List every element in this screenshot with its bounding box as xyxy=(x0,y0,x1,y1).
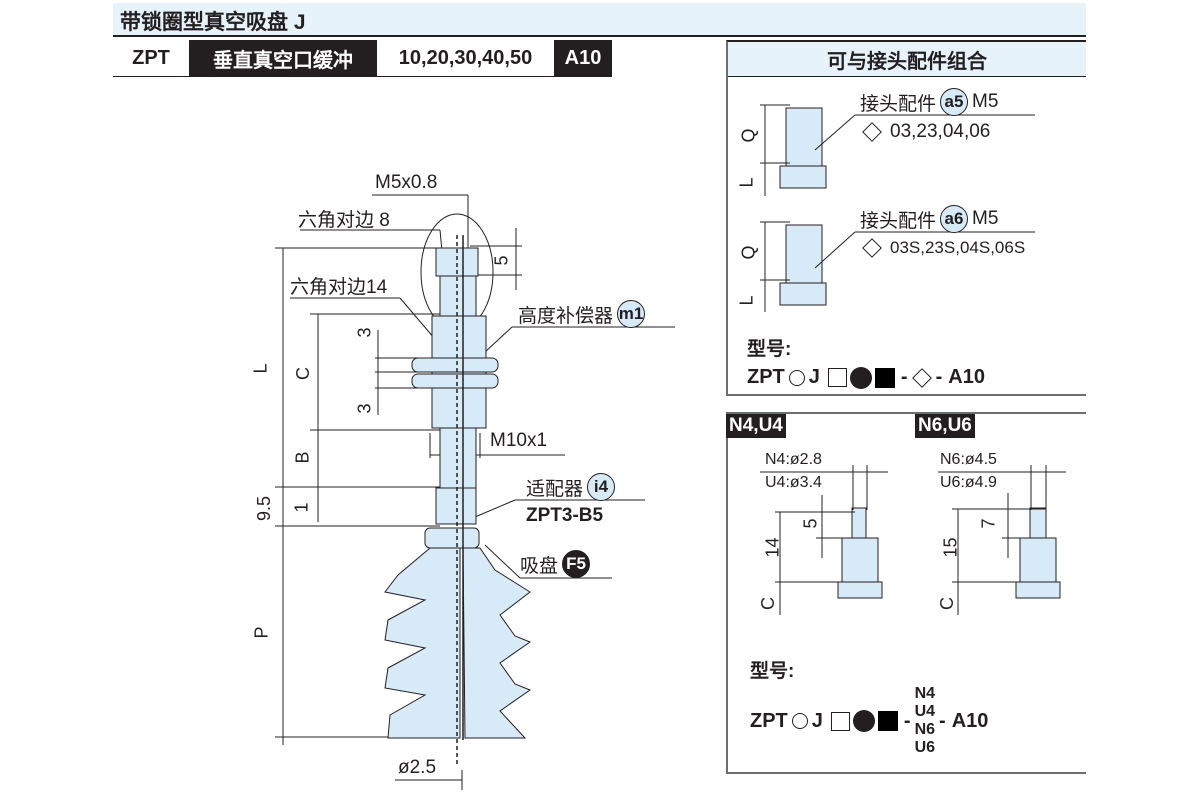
dim-5: 5 xyxy=(491,255,512,266)
fitting-a6-code-badge: a6 xyxy=(940,205,969,233)
fitting-a5-options-row: 03,23,04,06 xyxy=(858,121,990,143)
diamond-icon xyxy=(862,122,882,142)
pad-code-badge: F5 xyxy=(562,550,591,578)
dim-b: B xyxy=(292,451,313,464)
adapter-callout: 适配器 i4 xyxy=(526,473,616,501)
dim-c: C xyxy=(293,367,313,380)
open-square-icon xyxy=(830,711,850,731)
pad-label: 吸盘 xyxy=(520,555,559,577)
adapter-label: 适配器 xyxy=(526,478,584,500)
fitting-a6-options-row: 03S,23S,04S,06S xyxy=(858,238,1025,258)
adapter-part-number: ZPT3-B5 xyxy=(526,505,604,526)
model-suffix: A10 xyxy=(948,366,985,388)
height-compensator-code-badge: m1 xyxy=(617,300,646,328)
fittings-model-code: ZPT J - - A10 xyxy=(747,366,985,389)
barb-option: U6 xyxy=(914,739,936,756)
barb-model-prefix: ZPT xyxy=(750,709,788,732)
barb-tag-n4-u4: N4,U4 xyxy=(726,414,786,438)
fitting-a6-callout: 接头配件 a6 M5 xyxy=(860,205,998,233)
spec-cell-code: A10 xyxy=(554,40,612,76)
dim-p: P xyxy=(251,626,272,639)
fitting-a5-callout: 接头配件 a5 M5 xyxy=(860,88,998,116)
fitting-a5-dim-q: Q xyxy=(738,128,759,143)
lock-nut-upper xyxy=(411,357,499,373)
fitting-a5-options: 03,23,04,06 xyxy=(890,121,991,142)
suction-pad-bellows xyxy=(384,547,461,739)
dim-3-top: 3 xyxy=(354,327,375,338)
barb-n4-diameter: N4:ø2.8 xyxy=(765,451,822,468)
dim-3-bottom: 3 xyxy=(354,403,375,414)
barb-u6-diameter: U6:ø4.9 xyxy=(940,474,997,491)
thread-m10-label: M10x1 xyxy=(490,430,548,451)
fitting-a5-label: 接头配件 xyxy=(860,93,937,115)
fittings-panel xyxy=(726,40,1086,396)
barb-option: U4 xyxy=(914,703,936,720)
barb-model-dash-2: - xyxy=(939,709,946,732)
fitting-a6-dim-l: L xyxy=(736,295,757,306)
barb-n4-dim-short: 5 xyxy=(800,518,821,529)
filled-circle-icon xyxy=(852,710,875,732)
barb-model-options: N4 U4 N6 U6 xyxy=(915,685,935,757)
barb-option: N6 xyxy=(914,721,936,738)
fitting-a5-code-badge: a5 xyxy=(940,88,969,116)
dim-9-5: 9.5 xyxy=(254,495,275,522)
height-compensator-callout: 高度补偿器 m1 xyxy=(518,300,646,328)
barb-model-dash-1: - xyxy=(903,709,911,732)
barb-n6-diameter: N6:ø4.5 xyxy=(940,451,997,468)
dim-l: L xyxy=(250,363,271,374)
pad-callout: 吸盘 F5 xyxy=(520,550,591,578)
barb-model-j: J xyxy=(811,709,823,732)
spec-row: ZPT 垂直真空口缓冲 10,20,30,40,50 A10 xyxy=(113,40,612,77)
barb-n6-dim-long: 15 xyxy=(940,537,961,558)
fitting-a6-dim-q: Q xyxy=(738,245,759,260)
thread-top-label: M5x0.8 xyxy=(375,172,438,193)
adapter-body xyxy=(435,487,477,525)
barb-fittings-panel xyxy=(726,412,1086,774)
open-circle-icon xyxy=(788,369,805,386)
barb-n4-dim-long: 14 xyxy=(762,537,783,558)
hex-8-label: 六角对边 8 xyxy=(298,210,390,231)
fitting-a5-thread: M5 xyxy=(972,91,999,112)
dim-1: 1 xyxy=(291,502,312,513)
barb-n6-dim-short: 7 xyxy=(978,518,999,529)
filled-square-icon xyxy=(874,367,895,388)
barb-model-suffix: A10 xyxy=(951,709,989,732)
open-square-icon xyxy=(827,368,847,387)
model-dash-1: - xyxy=(900,366,908,388)
page-title: 带锁圈型真空吸盘 J xyxy=(120,11,306,34)
fitting-a6-options: 03S,23S,04S,06S xyxy=(890,238,1026,257)
adapter-code-badge: i4 xyxy=(587,473,616,501)
diamond-icon xyxy=(862,238,882,258)
fittings-panel-title: 可与接头配件组合 xyxy=(728,42,1086,77)
barb-u4-diameter: U4:ø3.4 xyxy=(765,474,822,491)
spec-cell-mount: 垂直真空口缓冲 xyxy=(189,40,377,76)
barb-tag-n6-u6: N6,U6 xyxy=(915,414,975,438)
open-circle-icon xyxy=(791,713,808,729)
model-prefix: ZPT xyxy=(747,366,785,388)
title-bar xyxy=(113,3,1086,37)
barb-model-code: ZPT J - N4 U4 N6 U6 - A10 xyxy=(750,678,988,764)
fitting-a6-label: 接头配件 xyxy=(860,210,937,232)
spec-cell-series: ZPT xyxy=(113,40,189,76)
model-dash-2: - xyxy=(935,366,943,388)
filled-circle-icon xyxy=(849,366,872,389)
barb-option: N4 xyxy=(914,685,936,702)
model-j: J xyxy=(808,366,820,388)
spec-cell-stroke: 10,20,30,40,50 xyxy=(377,40,554,76)
fitting-a5-dim-l: L xyxy=(736,177,757,188)
filled-square-icon xyxy=(877,711,898,731)
barb-model-label: 型号: xyxy=(750,661,795,682)
suction-pad-section xyxy=(462,547,532,739)
barb-n6-dim-c: C xyxy=(937,597,957,610)
lock-nut-lower xyxy=(411,373,499,389)
height-compensator-label: 高度补偿器 xyxy=(518,305,614,327)
fittings-model-label: 型号: xyxy=(747,339,792,360)
fitting-a6-thread: M5 xyxy=(972,208,999,229)
hex-14-label: 六角对边14 xyxy=(290,277,388,298)
diameter-label: ø2.5 xyxy=(398,757,437,778)
barb-n4-dim-c: C xyxy=(758,597,778,610)
diamond-icon xyxy=(911,367,932,388)
